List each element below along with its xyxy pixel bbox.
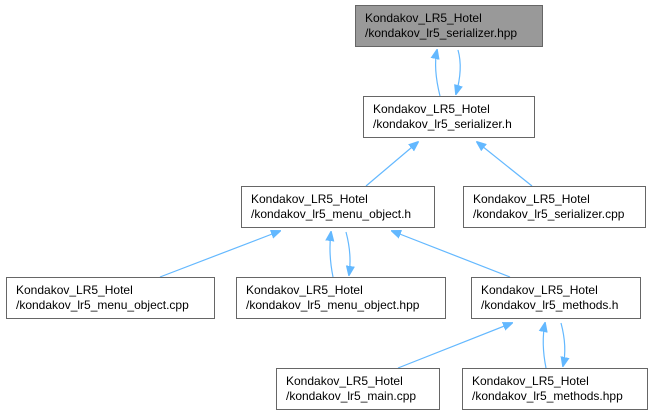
node-label-line2: /kondakov_lr5_menu_object.h: [251, 207, 412, 221]
node-serializer-cpp[interactable]: Kondakov_LR5_Hotel /kondakov_lr5_seriali…: [463, 186, 646, 228]
edge-serializer_hpp-to-serializer_h: [456, 49, 460, 94]
node-menu-object-cpp[interactable]: Kondakov_LR5_Hotel /kondakov_lr5_menu_ob…: [6, 277, 215, 319]
node-label-line2: /kondakov_lr5_serializer.h: [373, 117, 512, 131]
edge-main_cpp-to-methods_h: [397, 323, 512, 369]
node-serializer-h[interactable]: Kondakov_LR5_Hotel /kondakov_lr5_seriali…: [363, 96, 535, 138]
node-label-line2: /kondakov_lr5_methods.h: [481, 298, 619, 312]
node-label-line1: Kondakov_LR5_Hotel: [481, 283, 598, 297]
node-label-line1: Kondakov_LR5_Hotel: [473, 192, 590, 206]
node-main-cpp[interactable]: Kondakov_LR5_Hotel /kondakov_lr5_main.cp…: [276, 368, 440, 410]
edge-menu_object_h-to-serializer_h: [365, 142, 418, 187]
node-label-line2: /kondakov_lr5_menu_object.cpp: [16, 298, 189, 312]
node-label-line1: Kondakov_LR5_Hotel: [16, 283, 133, 297]
edge-serializer_cpp-to-serializer_h: [477, 142, 533, 187]
edge-menu_object_hpp-to-menu_object_h: [330, 232, 333, 278]
node-label-line2: /kondakov_lr5_methods.hpp: [472, 389, 623, 403]
edge-methods_h-to-methods_hpp: [560, 322, 565, 366]
edge-serializer_h-to-serializer_hpp: [436, 50, 441, 97]
node-methods-hpp[interactable]: Kondakov_LR5_Hotel /kondakov_lr5_methods…: [462, 368, 648, 410]
edge-menu_object_h-to-menu_object_hpp: [345, 231, 350, 275]
edge-methods_h-to-menu_object_h: [392, 231, 511, 278]
node-label-line1: Kondakov_LR5_Hotel: [286, 374, 403, 388]
node-menu-object-h[interactable]: Kondakov_LR5_Hotel /kondakov_lr5_menu_ob…: [241, 186, 435, 228]
edge-menu_object_cpp-to-menu_object_h: [159, 231, 280, 278]
node-label-line2: /kondakov_lr5_serializer.hpp: [365, 26, 518, 40]
node-serializer-hpp: Kondakov_LR5_Hotel /kondakov_lr5_seriali…: [355, 5, 543, 47]
node-menu-object-hpp[interactable]: Kondakov_LR5_Hotel /kondakov_lr5_menu_ob…: [236, 277, 446, 319]
node-label-line1: Kondakov_LR5_Hotel: [373, 102, 490, 116]
node-label-line2: /kondakov_lr5_main.cpp: [286, 389, 417, 403]
edge-methods_hpp-to-methods_h: [543, 323, 546, 369]
node-label-line2: /kondakov_lr5_menu_object.hpp: [246, 298, 420, 312]
node-label-line2: /kondakov_lr5_serializer.cpp: [473, 207, 625, 221]
node-label-line1: Kondakov_LR5_Hotel: [251, 192, 368, 206]
node-label-line1: Kondakov_LR5_Hotel: [246, 283, 363, 297]
node-label-line1: Kondakov_LR5_Hotel: [365, 11, 482, 25]
node-methods-h[interactable]: Kondakov_LR5_Hotel /kondakov_lr5_methods…: [471, 277, 641, 319]
node-label-line1: Kondakov_LR5_Hotel: [472, 374, 589, 388]
